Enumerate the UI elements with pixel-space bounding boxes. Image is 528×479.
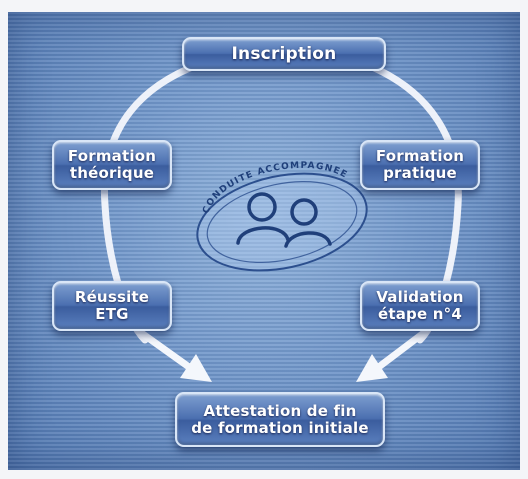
arrow-right-to-attestation: [368, 328, 429, 376]
step-reussite-etg: Réussite ETG: [52, 281, 172, 331]
step-inscription-label: Inscription: [231, 43, 337, 64]
step-validation-etape-line1: Validation: [376, 288, 464, 306]
step-formation-pratique-line2: pratique: [383, 164, 457, 182]
step-validation-etape: Validation étape n°4: [360, 281, 480, 331]
step-attestation-line1: Attestation de fin: [203, 401, 357, 420]
step-formation-theorique: Formation théorique: [52, 140, 172, 190]
arrowhead-left: [180, 354, 212, 382]
step-formation-theorique-line2: théorique: [69, 164, 155, 182]
step-attestation: Attestation de fin de formation initiale: [175, 392, 385, 447]
step-validation-etape-line2: étape n°4: [377, 305, 462, 323]
step-formation-theorique-line1: Formation: [67, 147, 157, 165]
people-icon: CONDUITE ACCOMPAGNEE: [196, 161, 368, 272]
step-reussite-etg-line1: Réussite: [74, 288, 150, 306]
step-formation-pratique-line1: Formation: [375, 147, 465, 165]
arrow-left-to-attestation: [136, 328, 200, 376]
step-formation-pratique: Formation pratique: [360, 140, 480, 190]
step-inscription: Inscription: [182, 37, 386, 71]
step-reussite-etg-line2: ETG: [95, 305, 129, 323]
arrowhead-right: [356, 354, 388, 382]
step-attestation-line2: de formation initiale: [191, 418, 369, 437]
